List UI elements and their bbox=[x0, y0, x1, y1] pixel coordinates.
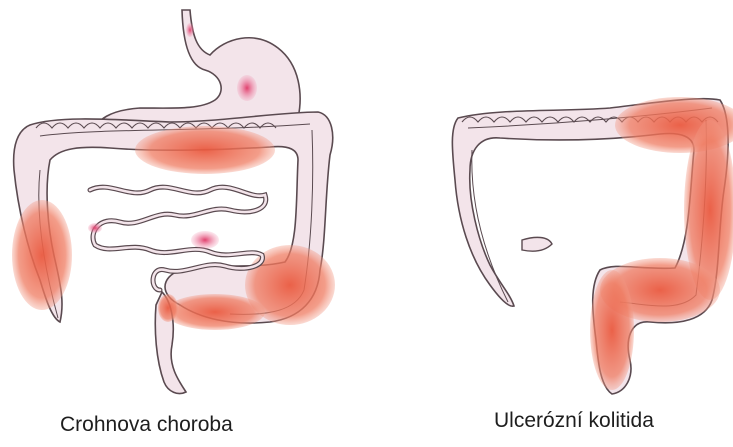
inflamed-segment bbox=[590, 270, 634, 390]
rectum-inflamed bbox=[158, 294, 178, 322]
crohns-disease-caption: Crohnova choroba bbox=[60, 413, 233, 437]
esophagus-lesion bbox=[186, 23, 194, 37]
ulcerative-colitis-diagram bbox=[452, 97, 733, 394]
stomach-lesion bbox=[237, 75, 257, 101]
appendix bbox=[522, 237, 552, 251]
small-intestine-lesion bbox=[191, 231, 219, 249]
inflamed-segment bbox=[165, 294, 265, 330]
ulcerative-colitis-caption: Ulcerózní kolitida bbox=[494, 409, 654, 433]
small-intestine-lesion bbox=[88, 223, 102, 233]
inflamed-segment bbox=[135, 126, 275, 174]
inflamed-segment bbox=[12, 200, 72, 310]
crohns-disease-diagram bbox=[12, 10, 335, 394]
